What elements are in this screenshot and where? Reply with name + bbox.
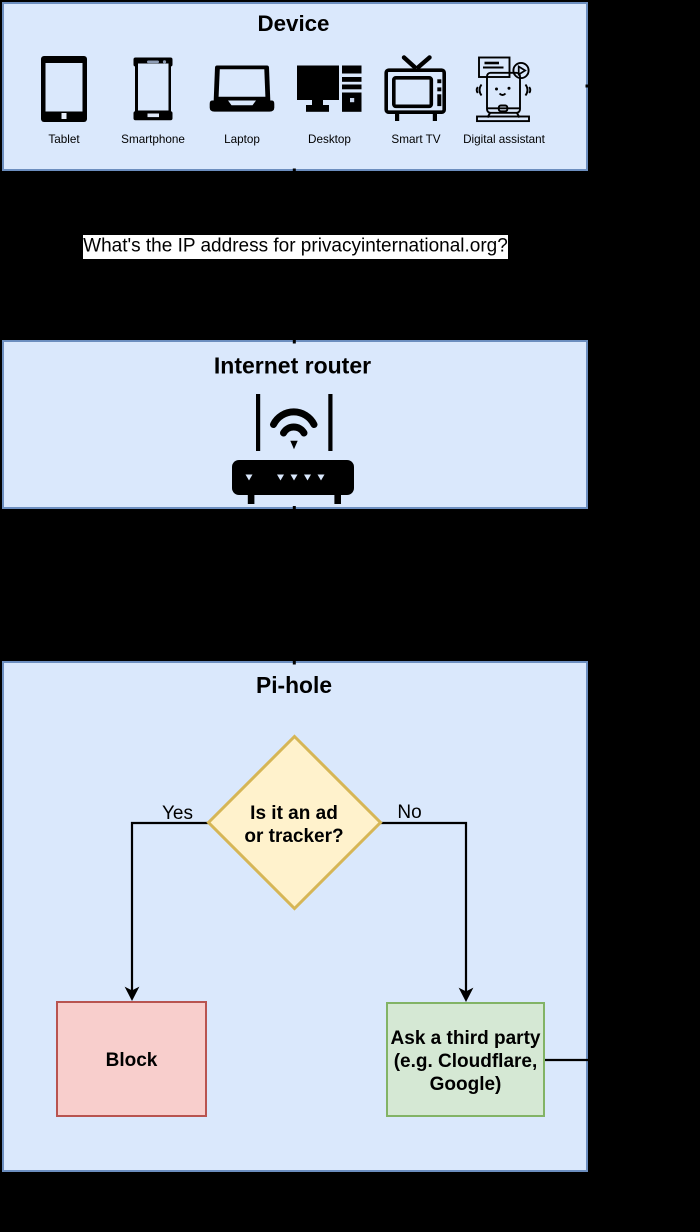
svg-text:Internet router: Internet router [214, 353, 371, 379]
svg-text:Smartphone: Smartphone [121, 133, 185, 146]
svg-text:Block: Block [106, 1050, 158, 1071]
svg-text:Desktop: Desktop [308, 133, 351, 146]
svg-text:Google): Google) [430, 1074, 502, 1095]
svg-text:Device: Device [258, 11, 330, 36]
svg-text:Pi-hole: Pi-hole [256, 672, 332, 698]
svg-text:Yes: Yes [162, 803, 193, 824]
svg-text:Is it an ad: Is it an ad [250, 803, 338, 824]
svg-text:Tablet: Tablet [48, 133, 80, 146]
svg-text:or tracker?: or tracker? [244, 826, 343, 847]
svg-text:Digital assistant: Digital assistant [463, 133, 546, 146]
svg-text:No: No [397, 802, 421, 823]
svg-text:Smart TV: Smart TV [391, 133, 440, 146]
svg-text:What's the IP address for priv: What's the IP address for privacyinterna… [83, 236, 508, 257]
svg-text:Laptop: Laptop [224, 133, 260, 146]
svg-text:Ask a third party: Ask a third party [391, 1028, 541, 1049]
svg-text:(e.g. Cloudflare,: (e.g. Cloudflare, [394, 1051, 538, 1072]
